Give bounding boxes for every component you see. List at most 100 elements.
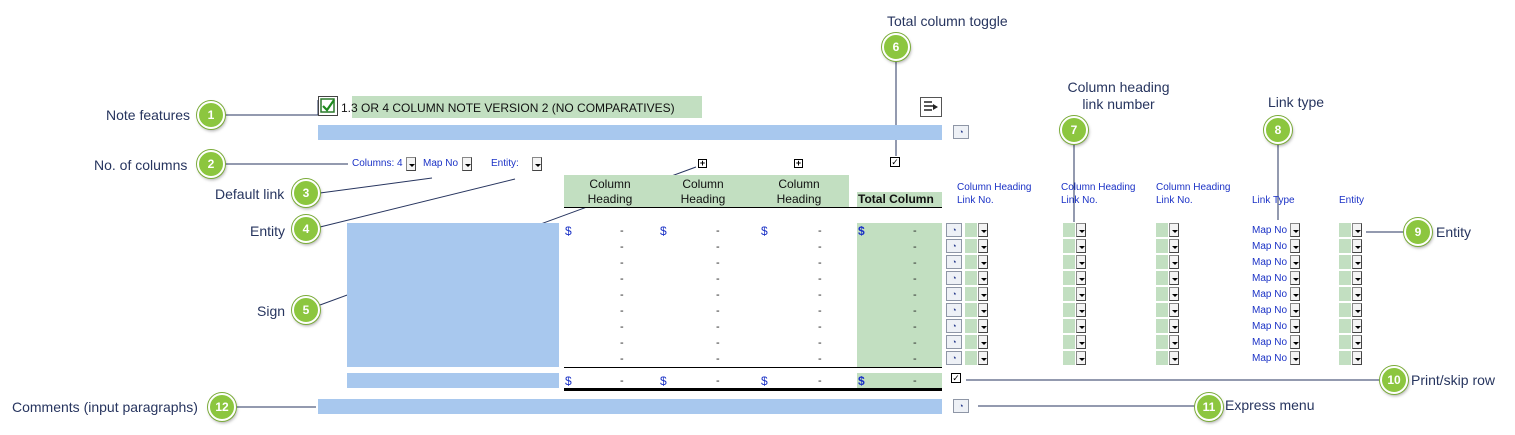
link1-cell[interactable] [965, 287, 977, 301]
link1-dropdown[interactable] [978, 335, 988, 349]
link2-cell[interactable] [1063, 239, 1075, 253]
cell-value[interactable]: - [620, 241, 624, 253]
total-row-description-input[interactable] [347, 373, 559, 388]
link-type-dropdown[interactable] [1290, 271, 1300, 285]
row-menu-icon[interactable]: ◔ [946, 287, 962, 301]
link1-dropdown[interactable] [978, 255, 988, 269]
cell-value[interactable]: - [620, 289, 624, 301]
link1-cell[interactable] [965, 239, 977, 253]
entity-cell[interactable] [1339, 271, 1351, 285]
link2-cell[interactable] [1063, 271, 1075, 285]
row-menu-icon[interactable]: ◔ [946, 335, 962, 349]
cell-value[interactable]: - [818, 289, 822, 301]
link2-dropdown[interactable] [1076, 351, 1086, 365]
link2-dropdown[interactable] [1076, 255, 1086, 269]
link2-cell[interactable] [1063, 335, 1075, 349]
entity-cell[interactable] [1339, 351, 1351, 365]
cell-value[interactable]: - [716, 321, 720, 333]
sign-toggle-2[interactable]: + [794, 158, 803, 168]
link-type-dropdown[interactable] [1290, 303, 1300, 317]
entity-cell[interactable] [1339, 319, 1351, 333]
link3-dropdown[interactable] [1169, 239, 1179, 253]
link3-dropdown[interactable] [1169, 287, 1179, 301]
link2-dropdown[interactable] [1076, 319, 1086, 333]
entity-row-dropdown[interactable] [1352, 223, 1362, 237]
row-menu-icon[interactable]: ◔ [946, 319, 962, 333]
link2-cell[interactable] [1063, 287, 1075, 301]
link1-dropdown[interactable] [978, 239, 988, 253]
row-menu-icon[interactable]: ◔ [946, 255, 962, 269]
entity-cell[interactable] [1339, 255, 1351, 269]
note-feature-icon[interactable] [318, 96, 338, 116]
entity-cell[interactable] [1339, 287, 1351, 301]
link2-dropdown[interactable] [1076, 303, 1086, 317]
entity-row-dropdown[interactable] [1352, 271, 1362, 285]
cell-value[interactable]: - [716, 337, 720, 349]
link2-cell[interactable] [1063, 223, 1075, 237]
link3-cell[interactable] [1156, 335, 1168, 349]
link2-dropdown[interactable] [1076, 271, 1086, 285]
link3-dropdown[interactable] [1169, 271, 1179, 285]
link3-dropdown[interactable] [1169, 255, 1179, 269]
entity-dropdown[interactable] [532, 157, 542, 171]
cell-value[interactable]: - [818, 321, 822, 333]
entity-cell[interactable] [1339, 239, 1351, 253]
cell-value[interactable]: - [818, 353, 822, 365]
link1-cell[interactable] [965, 351, 977, 365]
cell-value[interactable]: - [716, 305, 720, 317]
link1-cell[interactable] [965, 271, 977, 285]
entity-row-dropdown[interactable] [1352, 255, 1362, 269]
link3-cell[interactable] [1156, 351, 1168, 365]
link-type-dropdown[interactable] [1290, 223, 1300, 237]
entity-row-dropdown[interactable] [1352, 287, 1362, 301]
link1-cell[interactable] [965, 335, 977, 349]
cell-value[interactable]: - [716, 241, 720, 253]
column-heading-1[interactable]: Column Heading [587, 177, 633, 206]
link1-dropdown[interactable] [978, 223, 988, 237]
link3-cell[interactable] [1156, 271, 1168, 285]
link2-cell[interactable] [1063, 319, 1075, 333]
link3-dropdown[interactable] [1169, 351, 1179, 365]
columns-dropdown[interactable] [406, 157, 416, 171]
link-type-dropdown[interactable] [1290, 255, 1300, 269]
cell-value[interactable]: - [716, 273, 720, 285]
link-type-dropdown[interactable] [1290, 319, 1300, 333]
entity-row-dropdown[interactable] [1352, 319, 1362, 333]
link2-cell[interactable] [1063, 303, 1075, 317]
entity-cell[interactable] [1339, 223, 1351, 237]
cell-value[interactable]: - [620, 353, 624, 365]
cell-value[interactable]: - [620, 305, 624, 317]
note-description-input[interactable] [318, 125, 942, 140]
link3-cell[interactable] [1156, 223, 1168, 237]
link3-dropdown[interactable] [1169, 335, 1179, 349]
link-type-dropdown[interactable] [1290, 351, 1300, 365]
cell-value[interactable]: - [716, 353, 720, 365]
link3-cell[interactable] [1156, 319, 1168, 333]
link1-dropdown[interactable] [978, 287, 988, 301]
sign-toggle-1[interactable]: + [698, 158, 707, 168]
cell-value[interactable]: - [716, 257, 720, 269]
link3-dropdown[interactable] [1169, 303, 1179, 317]
entity-row-dropdown[interactable] [1352, 239, 1362, 253]
cell-value[interactable]: - [818, 257, 822, 269]
cell-value[interactable]: - [620, 257, 624, 269]
link1-dropdown[interactable] [978, 319, 988, 333]
cell-value[interactable]: - [716, 289, 720, 301]
link3-dropdown[interactable] [1169, 223, 1179, 237]
comments-input[interactable] [318, 399, 942, 414]
total-column-heading[interactable]: Total Column [858, 192, 934, 206]
cell-value[interactable]: - [620, 337, 624, 349]
link1-cell[interactable] [965, 223, 977, 237]
link2-dropdown[interactable] [1076, 287, 1086, 301]
cell-value[interactable]: - [818, 225, 822, 237]
express-menu-top-icon[interactable] [920, 97, 942, 117]
row-menu-icon[interactable]: ◔ [946, 303, 962, 317]
link1-dropdown[interactable] [978, 271, 988, 285]
link3-cell[interactable] [1156, 255, 1168, 269]
express-menu-icon[interactable]: ◔ [953, 399, 969, 413]
link-type-dropdown[interactable] [1290, 287, 1300, 301]
entity-cell[interactable] [1339, 335, 1351, 349]
link3-cell[interactable] [1156, 287, 1168, 301]
cell-value[interactable]: - [818, 337, 822, 349]
link-type-dropdown[interactable] [1290, 335, 1300, 349]
